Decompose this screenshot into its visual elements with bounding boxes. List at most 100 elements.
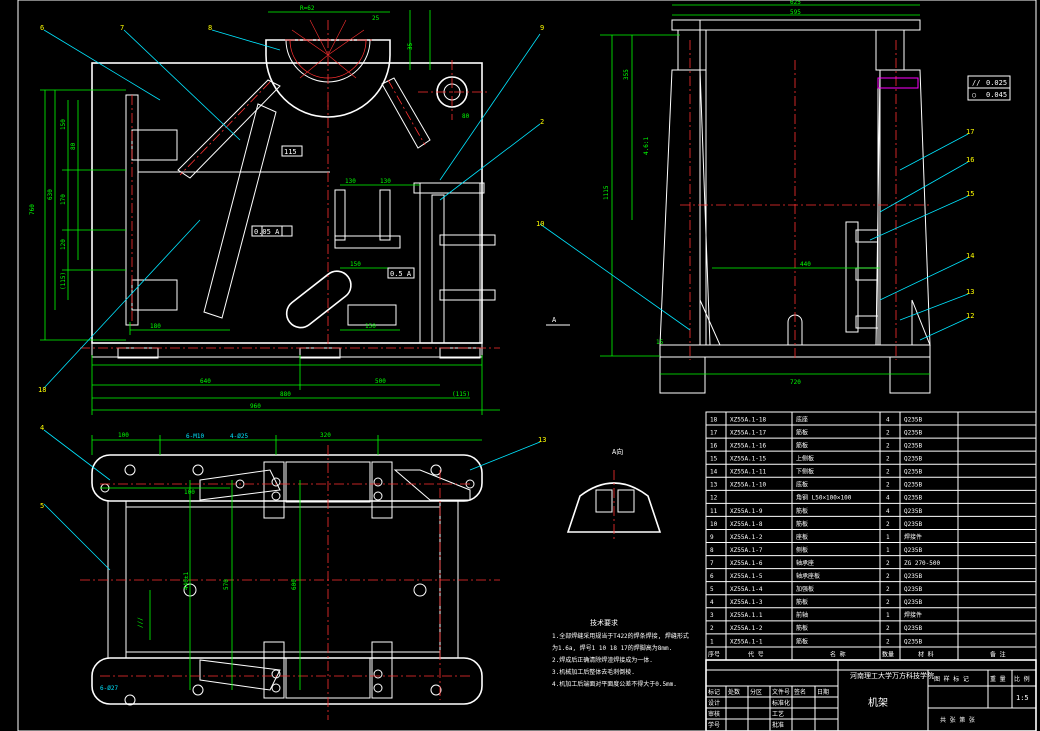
front-bottom-dims: 180 640 500 880 960 (115) bbox=[91, 322, 500, 415]
table-cell-qty: 2 bbox=[886, 521, 890, 528]
table-cell-material: Q235B bbox=[904, 508, 922, 515]
table-cell-no: 13 bbox=[710, 482, 718, 489]
table-cell-code: XZ55A.1-6 bbox=[730, 560, 763, 567]
table-header-name: 名 称 bbox=[830, 650, 846, 658]
svg-text:13: 13 bbox=[538, 436, 546, 444]
svg-text:150: 150 bbox=[365, 323, 376, 330]
drawing-name: 机架 bbox=[868, 696, 888, 709]
table-cell-code: XZ55A.1-5 bbox=[730, 573, 763, 580]
sheet-note: 共 张 第 张 bbox=[940, 716, 975, 724]
title-block-cell: 审核 bbox=[708, 710, 720, 718]
svg-text:9: 9 bbox=[540, 24, 544, 32]
side-bracket-top bbox=[855, 229, 879, 243]
front-bearing-outer bbox=[265, 39, 391, 118]
table-cell-code: XZ55A.1-8 bbox=[730, 521, 763, 528]
table-cell-code: XZ55A.1-11 bbox=[730, 469, 767, 476]
front-base-plate bbox=[91, 342, 483, 358]
tech-req-1: 1.全部焊缝采用规当于T422的焊条焊接, 焊缝形式 bbox=[552, 632, 689, 640]
table-cell-material: Q235B bbox=[904, 443, 922, 450]
table-cell-qty: 4 bbox=[886, 416, 890, 423]
table-cell-code: XZ55A.1-4 bbox=[730, 586, 763, 593]
title-block-cell: 日期 bbox=[817, 688, 829, 696]
side-right-leg bbox=[875, 69, 931, 346]
svg-text:7: 7 bbox=[120, 24, 124, 32]
table-cell-qty: 2 bbox=[886, 599, 890, 606]
top-bearing-side-1 bbox=[263, 461, 285, 519]
svg-text:15: 15 bbox=[966, 190, 974, 198]
svg-text:100: 100 bbox=[118, 432, 129, 439]
side-foot-left bbox=[659, 356, 706, 394]
table-cell-name: 筋板 bbox=[796, 428, 808, 436]
leader-lines bbox=[43, 29, 969, 571]
table-cell-qty: 1 bbox=[886, 534, 890, 541]
table-header-qty: 数量 bbox=[882, 650, 894, 658]
table-cell-qty: 2 bbox=[886, 560, 890, 567]
drawing-border bbox=[17, 0, 1037, 731]
table-cell-name: 筋板 bbox=[796, 442, 808, 450]
title-block-cell: 设计 bbox=[708, 699, 720, 707]
table-cell-no: 1 bbox=[710, 638, 714, 645]
table-cell-code: XZ55A.1-7 bbox=[730, 547, 763, 554]
table-cell-name: 筋板 bbox=[796, 624, 808, 632]
top-rail-upper bbox=[125, 500, 441, 508]
svg-text:///: /// bbox=[137, 617, 144, 628]
weight-label: 重 量 bbox=[990, 675, 1006, 683]
front-inclined-plate bbox=[203, 103, 277, 319]
table-cell-no: 7 bbox=[710, 560, 714, 567]
svg-text:640: 640 bbox=[200, 378, 211, 385]
svg-text:○: ○ bbox=[972, 91, 976, 99]
svg-text:80: 80 bbox=[70, 142, 77, 150]
title-block-cell: 标准化 bbox=[772, 699, 790, 707]
table-cell-no: 8 bbox=[710, 547, 714, 554]
table-cell-name: 筋板 bbox=[796, 507, 808, 515]
title-block-cell: 工艺 bbox=[772, 710, 784, 718]
table-cell-no: 9 bbox=[710, 534, 714, 541]
table-cell-qty: 2 bbox=[886, 429, 890, 436]
table-cell-code: XZ55A.1-1 bbox=[730, 638, 763, 645]
svg-text:440: 440 bbox=[800, 261, 811, 268]
callout-numbers: 6 7 8 9 2 18 4 5 13 10 17 16 15 14 13 12 bbox=[38, 24, 974, 510]
tol-parallel-1: 0.05 A bbox=[254, 228, 280, 236]
side-dims: 625 595 440 1115 355 720 15 4.6:1 bbox=[600, 0, 930, 386]
table-header-code: 代 号 bbox=[748, 650, 764, 658]
side-bracket-plate bbox=[845, 221, 859, 333]
top-brace-lower bbox=[199, 659, 281, 691]
table-cell-name: 筋板 bbox=[796, 598, 808, 606]
front-body-outline bbox=[91, 62, 483, 344]
title-block-cell: 学号 bbox=[708, 721, 720, 729]
table-cell-qty: 1 bbox=[886, 547, 890, 554]
table-cell-code: XZ55A.1-16 bbox=[730, 443, 767, 450]
table-cell-qty: 2 bbox=[886, 586, 890, 593]
table-cell-qty: 2 bbox=[886, 469, 890, 476]
front-right-shelf-2 bbox=[439, 289, 496, 301]
table-cell-code: XZ55A.1-10 bbox=[730, 482, 767, 489]
a-direction-view: A向 bbox=[566, 447, 662, 540]
svg-text:17: 17 bbox=[966, 128, 974, 136]
tech-req-3: 2.焊成后正确清除焊渣焊接成为一体. bbox=[552, 656, 653, 664]
table-cell-material: Q235B bbox=[904, 573, 922, 580]
table-header-remark: 备 注 bbox=[990, 650, 1006, 658]
section-a-label: A bbox=[552, 316, 557, 324]
table-cell-name: 角钢 L50×100×100 bbox=[796, 494, 852, 502]
table-cell-code: XZ55A.1.1 bbox=[730, 612, 763, 619]
front-lower-block bbox=[347, 304, 397, 326]
svg-text:595: 595 bbox=[790, 9, 801, 16]
top-dims: 100 320 100 440±1 570 600 /// 6-M10 4-Ø2… bbox=[91, 432, 482, 692]
side-top-left-block bbox=[677, 29, 707, 71]
front-center-cap bbox=[334, 235, 401, 249]
svg-text:18: 18 bbox=[38, 386, 46, 394]
svg-text:180: 180 bbox=[150, 323, 161, 330]
title-block-cell: 文件号 bbox=[772, 688, 790, 696]
svg-text:35: 35 bbox=[407, 42, 414, 50]
table-cell-material: Q235B bbox=[904, 416, 922, 423]
table-cell-qty: 2 bbox=[886, 638, 890, 645]
table-cell-material: Q235B bbox=[904, 521, 922, 528]
svg-text:14: 14 bbox=[966, 252, 974, 260]
front-mid-dims: 130 130 150 150 R=62 25 35 80 bbox=[268, 5, 470, 331]
top-bearing-side-3 bbox=[263, 641, 285, 699]
table-cell-material: Q235B bbox=[904, 638, 922, 645]
tech-req-5: 4.机加工后端面对平面度公差不得大于0.5mm. bbox=[552, 680, 677, 688]
front-right-shelf-1 bbox=[439, 234, 496, 246]
svg-text:630: 630 bbox=[47, 189, 54, 200]
